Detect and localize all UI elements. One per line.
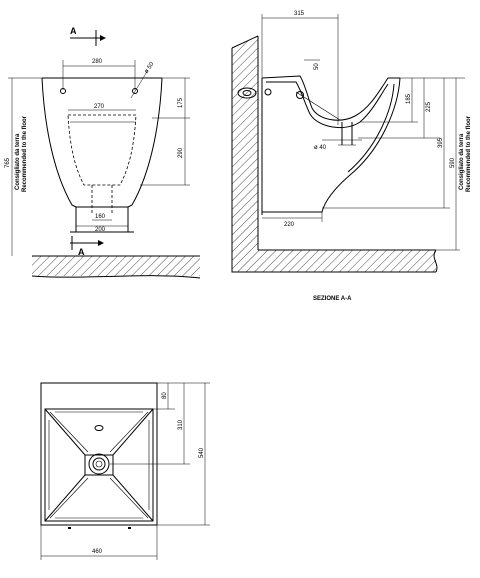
floor-note-it-front: Consigliato da terra	[15, 133, 21, 190]
faucet-hole-right	[132, 88, 138, 94]
dim-label-section-depth: 315	[294, 11, 305, 17]
bidet-body-front	[41, 77, 163, 233]
section-view: 315 50 ø 40	[231, 11, 472, 302]
floor-note-en-section: Recommended to the floor	[466, 115, 472, 192]
dim-label-bowl-3: 395	[438, 137, 444, 148]
dim-section-vertical: 185 225 395 590 Consigliato da terra Rec…	[322, 77, 472, 251]
dim-front-total: 765 Consigliato da terra Recommended to …	[5, 77, 42, 256]
dim-label-bowl-1: 185	[406, 93, 412, 104]
dim-label-drain: ø 40	[314, 145, 327, 151]
dim-inner-width: 270	[68, 104, 136, 111]
dim-hole-spacing: 280	[62, 59, 136, 90]
bidet-section	[237, 75, 401, 215]
dim-label-mid-height: 290	[178, 147, 184, 158]
floor-note-en-front: Recommended to the floor	[22, 115, 28, 192]
dim-label-plan-depth: 540	[199, 447, 205, 458]
dim-label-top-height: 175	[178, 97, 184, 108]
plan-view: 80 310 540 460	[40, 382, 210, 560]
section-caption: SEZIONE A-A	[313, 296, 352, 302]
section-label-a-bottom: A	[78, 247, 85, 257]
floor-note-it-section: Consigliato da terra	[459, 133, 465, 190]
drain-inner	[92, 457, 106, 471]
dim-drain: ø 40	[314, 139, 362, 151]
dim-hole-diameter: ø 50	[130, 61, 156, 99]
dim-label-foot-inner: 160	[95, 214, 106, 220]
dim-foot: 160 200	[76, 214, 128, 233]
dim-label-inner-width: 270	[94, 104, 105, 110]
dim-label-plan-small: 80	[162, 392, 168, 399]
floor-front	[31, 255, 201, 279]
wall-section	[231, 35, 438, 273]
plan-outline	[40, 382, 158, 526]
section-marker-top: A	[70, 26, 106, 46]
section-label-a-top: A	[70, 26, 77, 36]
dim-front-vertical: 175 290	[140, 77, 190, 186]
dim-label-plan-width: 460	[92, 549, 103, 555]
dim-label-section-depth-2: 50	[314, 63, 320, 70]
dim-label-section-total: 590	[450, 157, 456, 168]
faucet-hole-left	[60, 88, 66, 94]
drain-outer	[88, 453, 110, 475]
front-view: A 280 ø 50	[5, 26, 201, 279]
section-marker-bottom: A	[70, 236, 104, 257]
dim-label-plan-center: 310	[178, 419, 184, 430]
dim-plan-width: 460	[40, 525, 158, 560]
plan-bowl-outer	[44, 408, 154, 522]
dim-section-depth: 315 50	[261, 11, 339, 125]
dim-label-total-height: 765	[5, 157, 11, 168]
dim-label-foot-outer: 200	[95, 227, 106, 233]
dim-label-hole-spacing: 280	[92, 59, 103, 65]
dim-label-wall-offset: 220	[284, 222, 295, 228]
dim-plan-vertical: 80 310 540	[110, 382, 210, 526]
overflow-hole	[94, 425, 104, 431]
dim-label-hole-diameter: ø 50	[144, 61, 156, 75]
dim-label-bowl-2: 225	[426, 101, 432, 112]
dim-wall-offset: 220	[262, 212, 323, 228]
